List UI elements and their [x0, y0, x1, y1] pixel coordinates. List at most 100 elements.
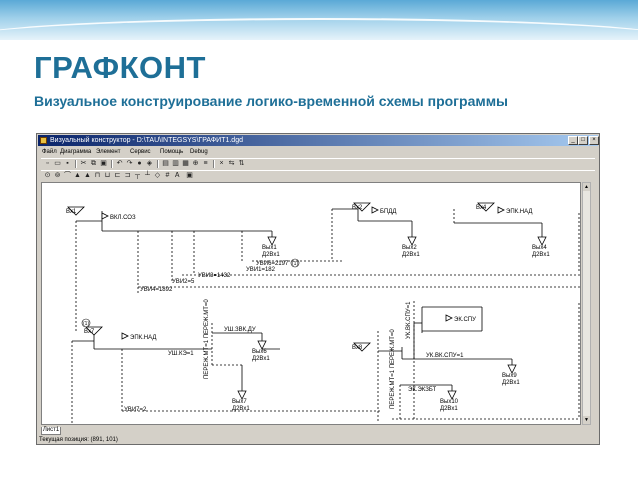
input-label: Вх8	[352, 345, 363, 351]
signal-label: УК.ВК.СПУ=1	[426, 353, 464, 359]
signal-flag	[497, 206, 505, 214]
signal-label: УК.ВК.СПУ=1	[406, 301, 412, 339]
scroll-down-icon[interactable]: ▼	[583, 416, 590, 424]
pulse-element-icon[interactable]: ⊓	[94, 172, 101, 179]
label-element-icon[interactable]: Ꭺ	[175, 172, 180, 179]
output-label: Вых4	[532, 245, 547, 251]
copy-icon[interactable]: ⧉	[91, 160, 96, 167]
settings-icon[interactable]: ◈	[146, 160, 153, 167]
save-icon[interactable]: ▪	[66, 160, 69, 167]
logic-time-diagram: Вх1 Вх2 Вх4 Вх7 Вх8 Вых1 Д2Вх1 Вых2 Д2Вх…	[66, 202, 580, 424]
output-element	[507, 364, 517, 374]
toolbar-separator	[213, 160, 215, 168]
maximize-button[interactable]: □	[578, 136, 588, 145]
output-element-icon[interactable]: ▲	[84, 172, 91, 179]
delay-element-icon[interactable]: ⊐	[124, 172, 131, 179]
marker-circle	[290, 258, 300, 268]
menu-bar: Файл Диаграмма Элемент Сервис Помощь Deb…	[38, 147, 598, 157]
diagram-canvas[interactable]: Вх1 Вх2 Вх4 Вх7 Вх8 Вых1 Д2Вх1 Вых2 Д2Вх…	[41, 182, 581, 425]
output-element	[257, 340, 267, 350]
signal-label: ПЕРЕЖ.МТ=1 ПЕРЕЖ.МТ=0	[390, 329, 396, 409]
close-button[interactable]: ×	[589, 136, 599, 145]
connect-tool-icon[interactable]: ⊚	[54, 172, 61, 179]
timer-element-icon[interactable]: ⊏	[114, 172, 121, 179]
slide-header-band	[0, 0, 638, 40]
zoom-icon[interactable]: ⊕	[192, 160, 199, 167]
wire-tool-icon[interactable]: ⌒	[64, 172, 71, 179]
counter-element-icon[interactable]: #	[165, 172, 170, 179]
output-element	[447, 390, 457, 400]
signal-flag	[445, 314, 453, 322]
menu-file[interactable]: Файл	[42, 149, 57, 155]
merge-element-icon[interactable]: ┴	[145, 172, 150, 179]
input-element	[85, 326, 103, 336]
toolbar-main: ▫ ▭ ▪ ✂ ⧉ ▣ ↶ ↷ ● ◈ ▤ ▥ ▦ ⊕ ≡ × ⇆ ⇅	[41, 158, 595, 170]
status-bar: Текущая позиция: (891, 101)	[39, 437, 118, 443]
branch-element-icon[interactable]: ┬	[135, 172, 140, 179]
undo-icon[interactable]: ↶	[116, 160, 123, 167]
input-label: Вх1	[66, 209, 77, 215]
window-title: Визуальный конструктор - D:\TAU\INTEGSYS…	[50, 137, 243, 144]
run-icon[interactable]: ●	[137, 160, 142, 167]
flip-icon[interactable]: ⇅	[238, 160, 245, 167]
signal-label: БПДД	[380, 209, 396, 215]
new-file-icon[interactable]: ▫	[46, 160, 49, 167]
input-element-icon[interactable]: ▲	[74, 172, 81, 179]
signal-flag	[371, 206, 379, 214]
menu-diagram[interactable]: Диаграмма	[60, 149, 92, 155]
cut-icon[interactable]: ✂	[80, 160, 87, 167]
signal-label: УВИ6=2197	[256, 261, 289, 267]
signal-label: ЭПК.НАД	[506, 209, 532, 215]
minimize-button[interactable]: _	[568, 136, 578, 145]
signal-flag	[101, 212, 109, 220]
output-label: Вых2	[402, 245, 417, 251]
menu-help[interactable]: Помощь	[160, 149, 184, 155]
signal-label: ЭК.ЭКЗБТ	[408, 387, 437, 393]
mirror-icon[interactable]: ⇆	[228, 160, 235, 167]
toolbar-separator	[75, 160, 77, 168]
output-type: Д2Вх1	[532, 252, 550, 258]
window-titlebar[interactable]: Визуальный конструктор - D:\TAU\INTEGSYS…	[38, 135, 599, 146]
marker-circle	[81, 318, 91, 328]
signal-label: УШ.КЭ=1	[168, 351, 194, 357]
print-icon[interactable]: ▤	[162, 160, 169, 167]
menu-element[interactable]: Элемент	[96, 149, 121, 155]
output-label: Вых6	[252, 349, 267, 355]
select-tool-icon[interactable]: ⊙	[44, 172, 51, 179]
sheet-tab-bar: Лист1	[41, 427, 591, 435]
scroll-up-icon[interactable]: ▲	[583, 183, 590, 191]
output-element	[537, 236, 547, 246]
signal-label: УВИ2=5	[172, 279, 195, 285]
toolbar-separator	[157, 160, 159, 168]
signal-label: УШ.ЗВК.ДУ	[224, 327, 256, 333]
menu-service[interactable]: Сервис	[130, 149, 151, 155]
input-label: Вх4	[476, 205, 487, 211]
marker-label: (1)	[292, 261, 298, 267]
app-window: Визуальный конструктор - D:\TAU\INTEGSYS…	[36, 133, 600, 445]
condition-element-icon[interactable]: ◇	[154, 172, 161, 179]
signal-label: УВИ1=182	[246, 267, 276, 273]
open-folder-icon[interactable]: ▭	[54, 160, 61, 167]
front-element-icon[interactable]: ⊔	[104, 172, 111, 179]
output-label: Вых7	[232, 399, 247, 405]
input-element	[67, 206, 85, 216]
align-icon[interactable]: ≡	[203, 160, 208, 167]
signal-label: ЭПК.НАД	[130, 335, 156, 341]
image-element-icon[interactable]: ▣	[186, 172, 193, 179]
paste-icon[interactable]: ▣	[100, 160, 107, 167]
vertical-scrollbar[interactable]: ▲ ▼	[582, 182, 591, 425]
output-element	[407, 236, 417, 246]
app-icon	[40, 137, 47, 144]
signal-label: ПЕРЕЖ.МТ=1 ПЕРЕЖ.МТ=0	[204, 299, 210, 379]
output-label: Вых10	[440, 399, 459, 405]
redo-icon[interactable]: ↷	[126, 160, 133, 167]
delete-icon[interactable]: ×	[219, 160, 224, 167]
menu-debug[interactable]: Debug	[190, 149, 208, 155]
toolbar-separator	[111, 160, 113, 168]
tab-sheet1[interactable]: Лист1	[41, 427, 61, 435]
grid-icon[interactable]: ▦	[182, 160, 189, 167]
signal-flag	[121, 332, 129, 340]
output-type: Д2Вх1	[502, 380, 520, 386]
preview-icon[interactable]: ▥	[172, 160, 179, 167]
signal-label: УВИ7=2	[124, 407, 147, 413]
